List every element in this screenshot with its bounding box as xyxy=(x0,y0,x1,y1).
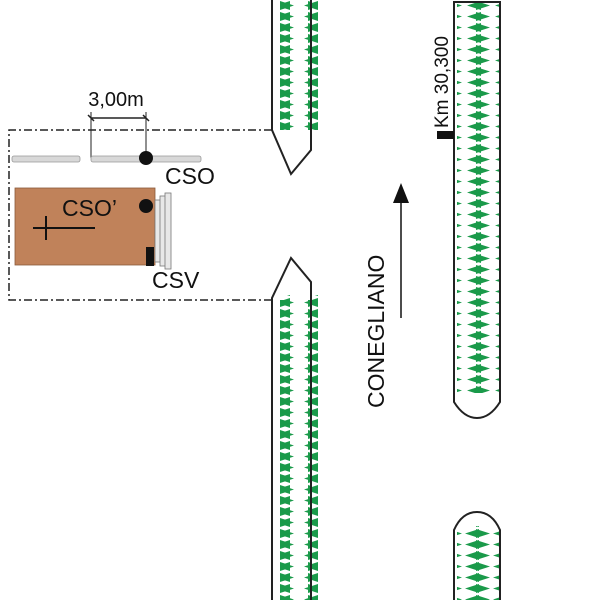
site-boundary xyxy=(8,129,272,301)
gate-panel xyxy=(164,192,172,270)
dimension-line xyxy=(87,112,150,158)
dimension-label: 3,00m xyxy=(88,89,144,111)
median-strip-lower-left xyxy=(271,256,322,600)
km-label: Km 30,300 xyxy=(432,36,453,128)
median-strip-upper-left xyxy=(271,0,322,176)
cso-marker-icon xyxy=(139,151,153,165)
direction-arrow-icon xyxy=(393,183,409,318)
rail-segment-left xyxy=(11,155,81,163)
cso-label: CSO xyxy=(165,163,215,189)
median-strip-right-bottom xyxy=(453,510,501,600)
csv-label: CSV xyxy=(152,267,200,293)
direction-label: CONEGLIANO xyxy=(363,255,389,408)
km-marker-icon xyxy=(437,131,454,139)
cso-prime-marker-icon xyxy=(139,199,153,213)
median-strip-right xyxy=(453,1,501,420)
cso-prime-label: CSO’ xyxy=(62,195,117,221)
csv-marker-icon xyxy=(146,247,154,266)
